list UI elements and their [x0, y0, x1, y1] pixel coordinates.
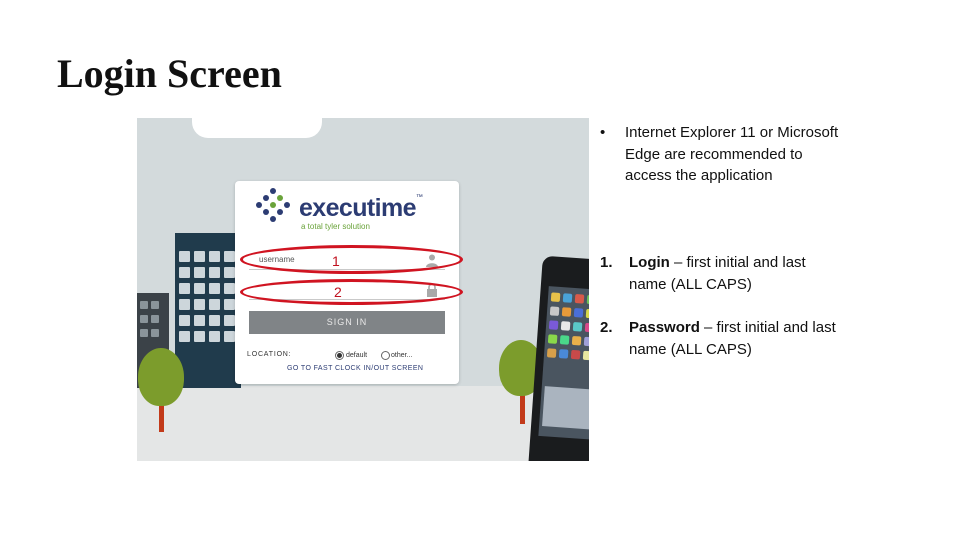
marker-1: 1 [332, 253, 340, 269]
sign-in-button[interactable]: SIGN IN [249, 311, 445, 334]
logo-tagline: a total tyler solution [301, 222, 370, 231]
marker-2: 2 [334, 284, 342, 300]
password-note-text: Password – first initial and last name (… [629, 317, 845, 360]
ground-decoration [137, 386, 589, 461]
location-default-radio[interactable] [335, 351, 344, 360]
login-note-term: Login [629, 254, 670, 271]
login-note-desc: – first initial and last name (ALL CAPS) [629, 254, 806, 293]
password-note-term: Password [629, 319, 700, 336]
login-note-marker: 1. [600, 254, 613, 271]
executime-logo-icon [256, 188, 290, 222]
tree-right-trunk [520, 376, 525, 424]
tree-left-trunk [159, 380, 164, 432]
login-note-text: Login – first initial and last name (ALL… [629, 252, 845, 295]
phone-decoration [527, 255, 589, 461]
location-label: LOCATION: [247, 351, 292, 358]
building-decoration [175, 233, 241, 388]
username-highlight-oval [240, 245, 463, 274]
slide-title: Login Screen [57, 51, 282, 96]
tree-left-icon [138, 348, 184, 406]
browser-note-text: Internet Explorer 11 or Microsoft Edge a… [625, 124, 839, 184]
bullet-marker: • [600, 124, 606, 141]
password-note-marker: 2. [600, 319, 613, 336]
password-highlight-oval [240, 279, 463, 305]
password-note-desc: – first initial and last name (ALL CAPS) [629, 319, 836, 358]
location-other-radio[interactable] [381, 351, 390, 360]
fast-clock-link[interactable]: GO TO FAST CLOCK IN/OUT SCREEN [287, 365, 424, 372]
login-screenshot: executime™ a total tyler solution userna… [137, 118, 589, 461]
executime-logo: executime™ [299, 194, 423, 222]
location-default-label: default [346, 352, 368, 359]
cloud-decoration [192, 118, 322, 138]
location-other-label: other... [391, 352, 413, 359]
